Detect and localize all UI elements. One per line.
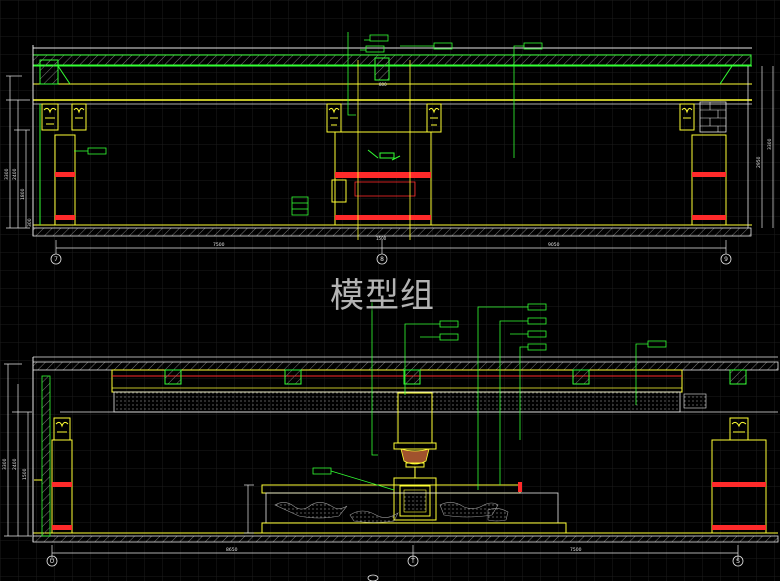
svg-text:U: U [50, 558, 54, 565]
grid-axis-bubble[interactable]: U [46, 555, 58, 567]
dimension-text: 7500 [570, 547, 582, 553]
svg-text:8: 8 [380, 256, 384, 263]
height-mark: 1500 [22, 468, 28, 480]
column-left-bottom [51, 417, 73, 534]
svg-text:7: 7 [54, 256, 58, 263]
height-mark: 2400 [12, 458, 18, 470]
dimension-left-top [6, 75, 30, 229]
height-mark: 1800 [20, 188, 26, 200]
column-center-top [326, 60, 442, 240]
fountain-basin [261, 482, 567, 534]
height-mark-right: 3300 [767, 138, 773, 150]
dimension-text: 800 [379, 82, 387, 87]
grid-axis-bubble[interactable]: S [732, 555, 744, 567]
height-mark: 3300 [4, 168, 10, 180]
annotation-leaders-bottom [312, 302, 667, 491]
column-right-bottom [711, 417, 767, 534]
svg-text:S: S [736, 558, 740, 565]
elevation-top: 3300 2400 1800 300 2950 3300 7500 9050 1… [4, 32, 774, 265]
svg-text:T: T [410, 558, 415, 565]
dimension-text: 8650 [226, 547, 238, 553]
brick-wall-icon [699, 101, 727, 133]
dimension-text: 1500 [376, 236, 387, 241]
bottom-slab [32, 361, 779, 371]
grid-axis-bubble[interactable]: 9 [720, 253, 732, 265]
height-mark: 3300 [2, 458, 8, 470]
ionic-capital-icon [326, 103, 342, 133]
dimension-text: 7500 [213, 242, 225, 248]
svg-text:9: 9 [724, 256, 728, 263]
elevation-bottom: 3300 2400 1500 8650 7500 U T S [2, 302, 779, 581]
top-floor [32, 227, 752, 237]
height-mark: 300 [27, 218, 33, 227]
ionic-capital-icon [53, 417, 71, 441]
top-slab [32, 54, 752, 66]
ionic-capital-icon [729, 417, 749, 441]
ionic-capital-icon [41, 103, 59, 131]
annotation-leaders-top [74, 32, 543, 216]
height-mark: 2400 [12, 168, 18, 180]
center-pedestal [393, 392, 437, 521]
column-left-top [41, 103, 87, 226]
grid-axis-bubble[interactable]: 8 [376, 253, 388, 265]
height-mark-right: 2950 [756, 156, 762, 168]
dimension-text: 9050 [548, 242, 560, 248]
grid-axis-bubble[interactable]: T [407, 555, 419, 567]
bottom-floor [32, 535, 779, 543]
grid-axis-bubble[interactable]: 7 [50, 253, 62, 265]
ionic-capital-icon [71, 103, 87, 131]
column-right-top [679, 66, 749, 228]
ionic-capital-icon [426, 103, 442, 133]
ionic-capital-icon [679, 103, 695, 131]
